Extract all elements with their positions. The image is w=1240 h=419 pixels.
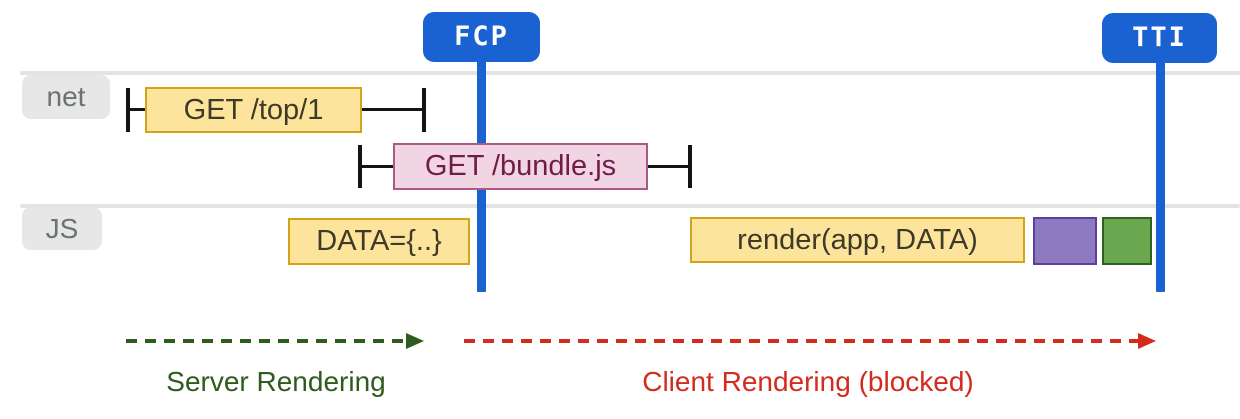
net-lane-line [20, 71, 1240, 75]
render-call-bar: render(app, DATA) [690, 217, 1025, 263]
get-top-end-connector [362, 108, 422, 111]
net-lane-label: net [22, 75, 110, 119]
get-top-start-tick [126, 88, 130, 132]
js-lane-label: JS [22, 207, 102, 250]
get-top-start-connector [130, 108, 145, 111]
interactive-block-bar [1102, 217, 1152, 265]
get-top-end-tick [422, 88, 426, 132]
client-rendering-arrow [464, 333, 1156, 349]
server-rendering-label: Server Rendering [166, 366, 386, 397]
get-top-request-bar: GET /top/1 [145, 87, 362, 133]
tti-badge: TTI [1102, 13, 1217, 63]
get-bundle-request-bar: GET /bundle.js [393, 143, 648, 190]
fcp-badge: FCP [423, 12, 540, 62]
get-bundle-start-tick [358, 145, 362, 188]
get-bundle-end-tick [688, 145, 692, 188]
hydrate-block-bar [1033, 217, 1097, 265]
tti-marker-line [1156, 61, 1165, 292]
client-rendering-label: Client Rendering (blocked) [642, 366, 974, 397]
get-bundle-start-connector [362, 165, 393, 168]
js-lane-line [20, 204, 1240, 208]
server-rendering-arrow [126, 333, 424, 349]
data-assign-bar: DATA={..} [288, 218, 470, 265]
get-bundle-end-connector [648, 165, 688, 168]
